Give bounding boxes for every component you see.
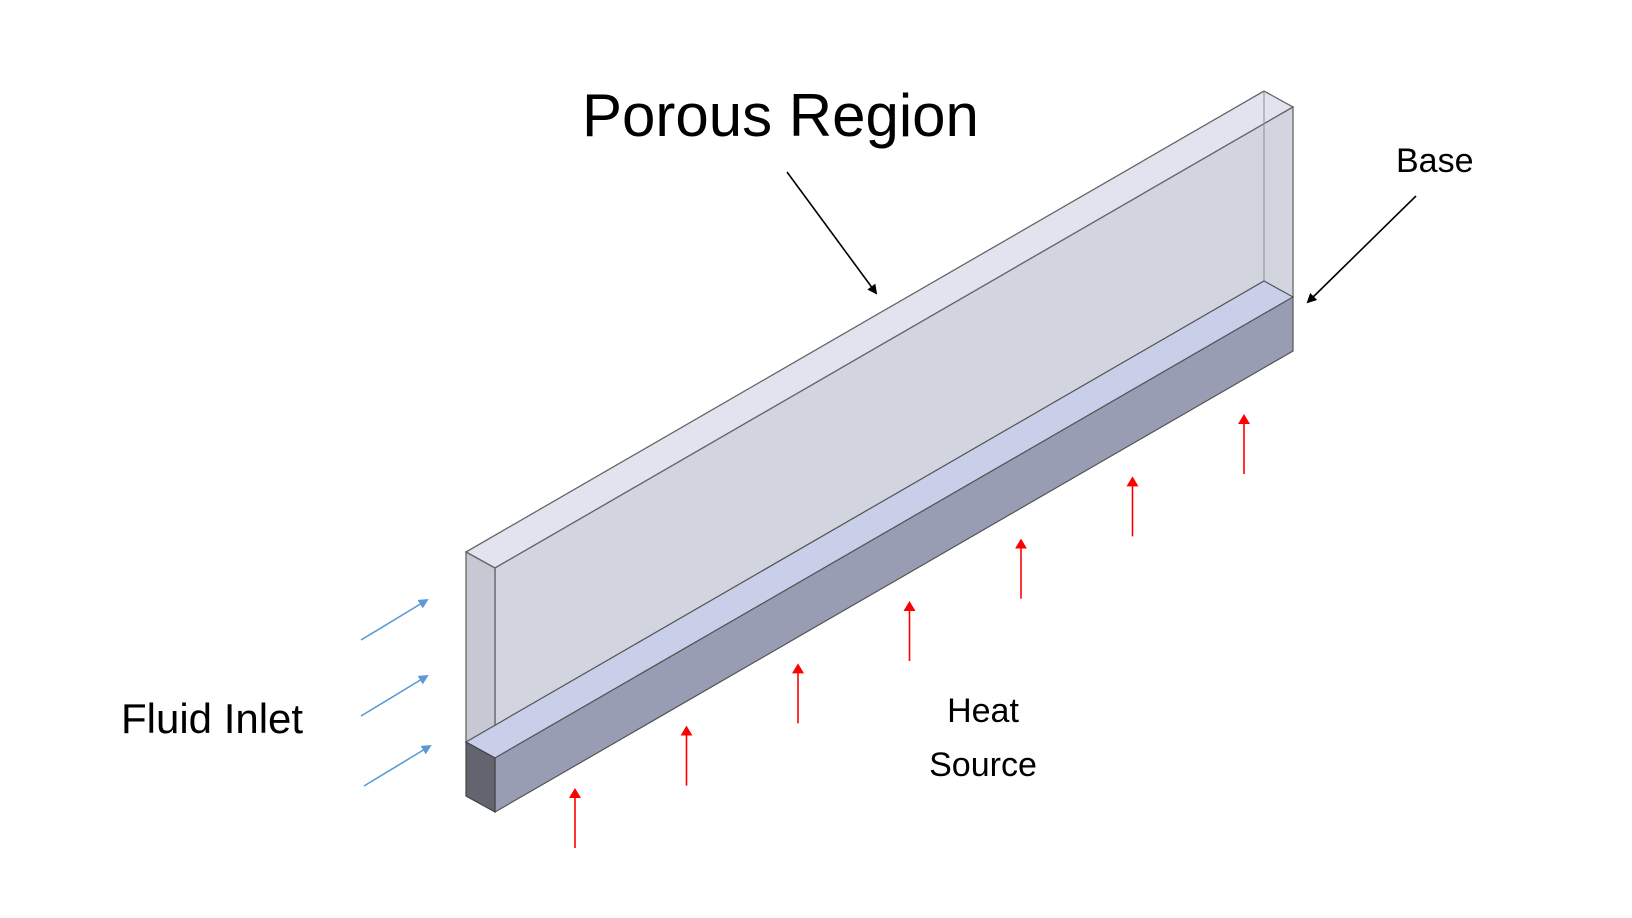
inlet-arrow <box>360 674 429 717</box>
heat-source-label-line-1: Heat <box>947 692 1019 730</box>
base-block <box>464 280 1295 814</box>
heat-source-label: Heat Source <box>918 684 1048 792</box>
base-end-face <box>465 740 496 814</box>
inlet-arrows <box>360 598 432 787</box>
porous-region-label: Porous Region <box>582 82 979 149</box>
porous-region-block <box>464 90 1295 760</box>
heat-source-label-line-2: Source <box>929 746 1037 784</box>
porous-region-pointer-arrow <box>786 171 878 295</box>
base-pointer-arrow <box>1306 195 1417 304</box>
inlet-arrow <box>363 744 432 787</box>
fluid-inlet-label: Fluid Inlet <box>121 695 304 742</box>
inlet-arrow <box>360 598 429 641</box>
base-label: Base <box>1396 142 1474 180</box>
heat-source-arrows <box>569 414 1250 848</box>
